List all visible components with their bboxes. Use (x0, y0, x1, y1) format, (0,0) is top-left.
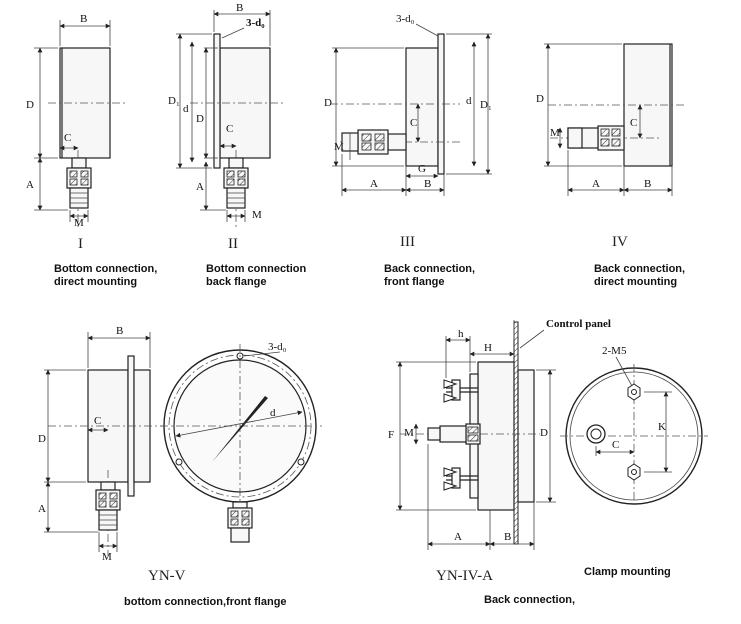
dim-B: B (644, 178, 651, 190)
dim-H: H (484, 342, 492, 354)
figure-numeral: III (400, 234, 415, 250)
dim-K: K (658, 421, 666, 433)
dim-C: C (630, 117, 637, 129)
dim-M: M (404, 427, 414, 439)
caption-II: Bottom connection back flange (206, 263, 307, 288)
dim-M: M (252, 209, 262, 221)
dim-A: A (454, 531, 462, 543)
back-flange (213, 33, 221, 169)
figure-numeral: II (228, 236, 238, 252)
dim-A: A (592, 178, 600, 190)
gauge-case (405, 47, 439, 167)
dim-3-d0: 3-d₀ (268, 341, 287, 353)
caption-III: Back connection, front flange (384, 263, 476, 288)
dim-M: M (74, 217, 84, 229)
dim-D: D (26, 99, 34, 111)
dim-D: D (324, 97, 332, 109)
dim-d: d (270, 407, 276, 419)
caption-IV: Back connection, direct mounting (594, 263, 686, 288)
thread (230, 527, 250, 543)
dim-F: F (388, 429, 394, 441)
dim-D: D (196, 113, 204, 125)
dim-D: D (536, 93, 544, 105)
mount-hole (297, 458, 305, 466)
dim-M: M (334, 141, 344, 153)
dim-h: h (458, 328, 464, 340)
dim-D1: D₁ (168, 95, 180, 107)
dim-M: M (550, 127, 560, 139)
dim-D: D (540, 427, 548, 439)
figure-I: B D A C M I (26, 13, 125, 252)
caption-clamp-mounting: Clamp mounting (584, 566, 671, 578)
dim-C: C (612, 439, 619, 451)
dim-d: d (183, 103, 189, 115)
dim-A: A (196, 181, 204, 193)
dim-M: M (102, 551, 112, 563)
dim-B: B (116, 325, 123, 337)
mount-hole (175, 458, 183, 466)
figure-numeral: IV (612, 234, 628, 250)
dim-d: d (466, 95, 472, 107)
dim-B: B (236, 2, 243, 14)
caption-YN-IV-A: Back connection, (484, 594, 576, 606)
figure-numeral: I (78, 236, 83, 252)
figure-III: 3-d₀ D D₁ d C M G A B III (324, 13, 492, 250)
figure-YN-V: B D A C M d 3-d₀ YN-V (38, 325, 322, 584)
figure-II: B 3-d₀ D₁ d D A C M II (168, 2, 285, 252)
control-panel-label: Control panel (546, 318, 611, 330)
screw-label: 2-M5 (602, 345, 627, 357)
dim-G: G (418, 163, 426, 175)
gauge-case (477, 361, 515, 511)
dim-A: A (370, 178, 378, 190)
dim-D1: D₁ (480, 99, 492, 111)
dim-C: C (410, 117, 417, 129)
dim-C: C (64, 132, 71, 144)
dim-C: C (94, 415, 101, 427)
dim-D: D (38, 433, 46, 445)
dim-A: A (26, 179, 34, 191)
thread (427, 427, 441, 441)
dim-B: B (80, 13, 87, 25)
dim-B: B (504, 531, 511, 543)
dim-3-d0: 3-d₀ (396, 13, 415, 25)
figure-numeral: YN-IV-A (436, 568, 493, 584)
dim-B: B (424, 178, 431, 190)
thread (567, 127, 583, 149)
figure-IV: D C M A B IV (536, 43, 686, 250)
figure-numeral: YN-V (148, 568, 186, 584)
dim-A: A (38, 503, 46, 515)
caption-YN-V: bottom connection,front flange (124, 596, 287, 608)
dim-C: C (226, 123, 233, 135)
dim-3-d0: 3-d₀ (246, 17, 265, 29)
caption-I: Bottom connection, direct mounting (54, 263, 158, 288)
figure-YN-IV-A: F M D h H A B Control panel K C 2- (388, 318, 708, 584)
